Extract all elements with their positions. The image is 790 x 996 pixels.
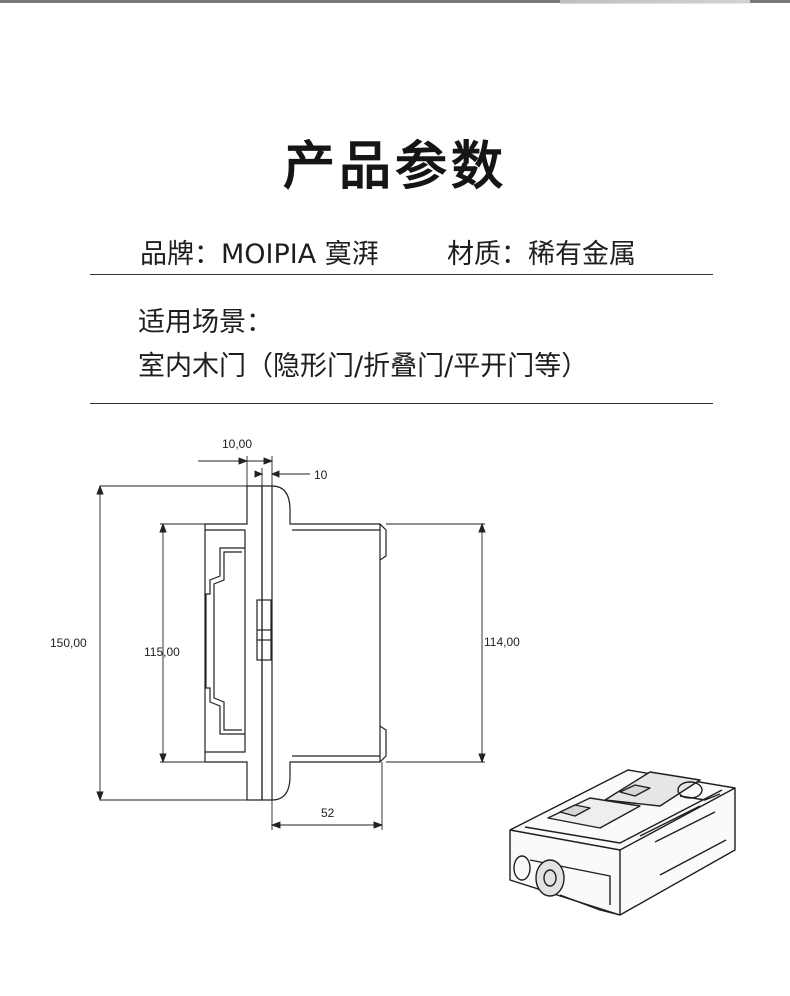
page-title: 产品参数: [282, 137, 507, 197]
dim-left-height: 115,00: [144, 645, 180, 659]
dim-top-width: 10,00: [222, 437, 252, 451]
watermark-strip: [560, 0, 750, 4]
dim-depth: 52: [321, 806, 335, 820]
material-value: 稀有金属: [528, 239, 636, 270]
channel-outline: [205, 547, 245, 735]
brand-label: 品牌：: [140, 239, 221, 270]
scene-label: 适用场景：: [138, 307, 273, 338]
divider-bottom: [90, 403, 713, 404]
right-plate-outline: [271, 485, 381, 801]
dim-overall-height: 150,00: [50, 636, 87, 650]
scene-value: 室内木门（隐形门/折叠门/平开门等）: [138, 351, 589, 382]
divider-top: [90, 274, 713, 275]
material-label: 材质：: [447, 239, 528, 270]
dim-pin-width: 10: [314, 468, 328, 482]
brand-value: MOIPIA 寞湃: [221, 239, 379, 270]
dim-right-height: 114,00: [484, 635, 520, 649]
material-row: 材质：稀有金属: [447, 232, 636, 271]
brand-row: 品牌：MOIPIA 寞湃: [140, 232, 379, 271]
hinge-3d-illustration: [509, 769, 736, 916]
top-border-line: [0, 0, 790, 3]
